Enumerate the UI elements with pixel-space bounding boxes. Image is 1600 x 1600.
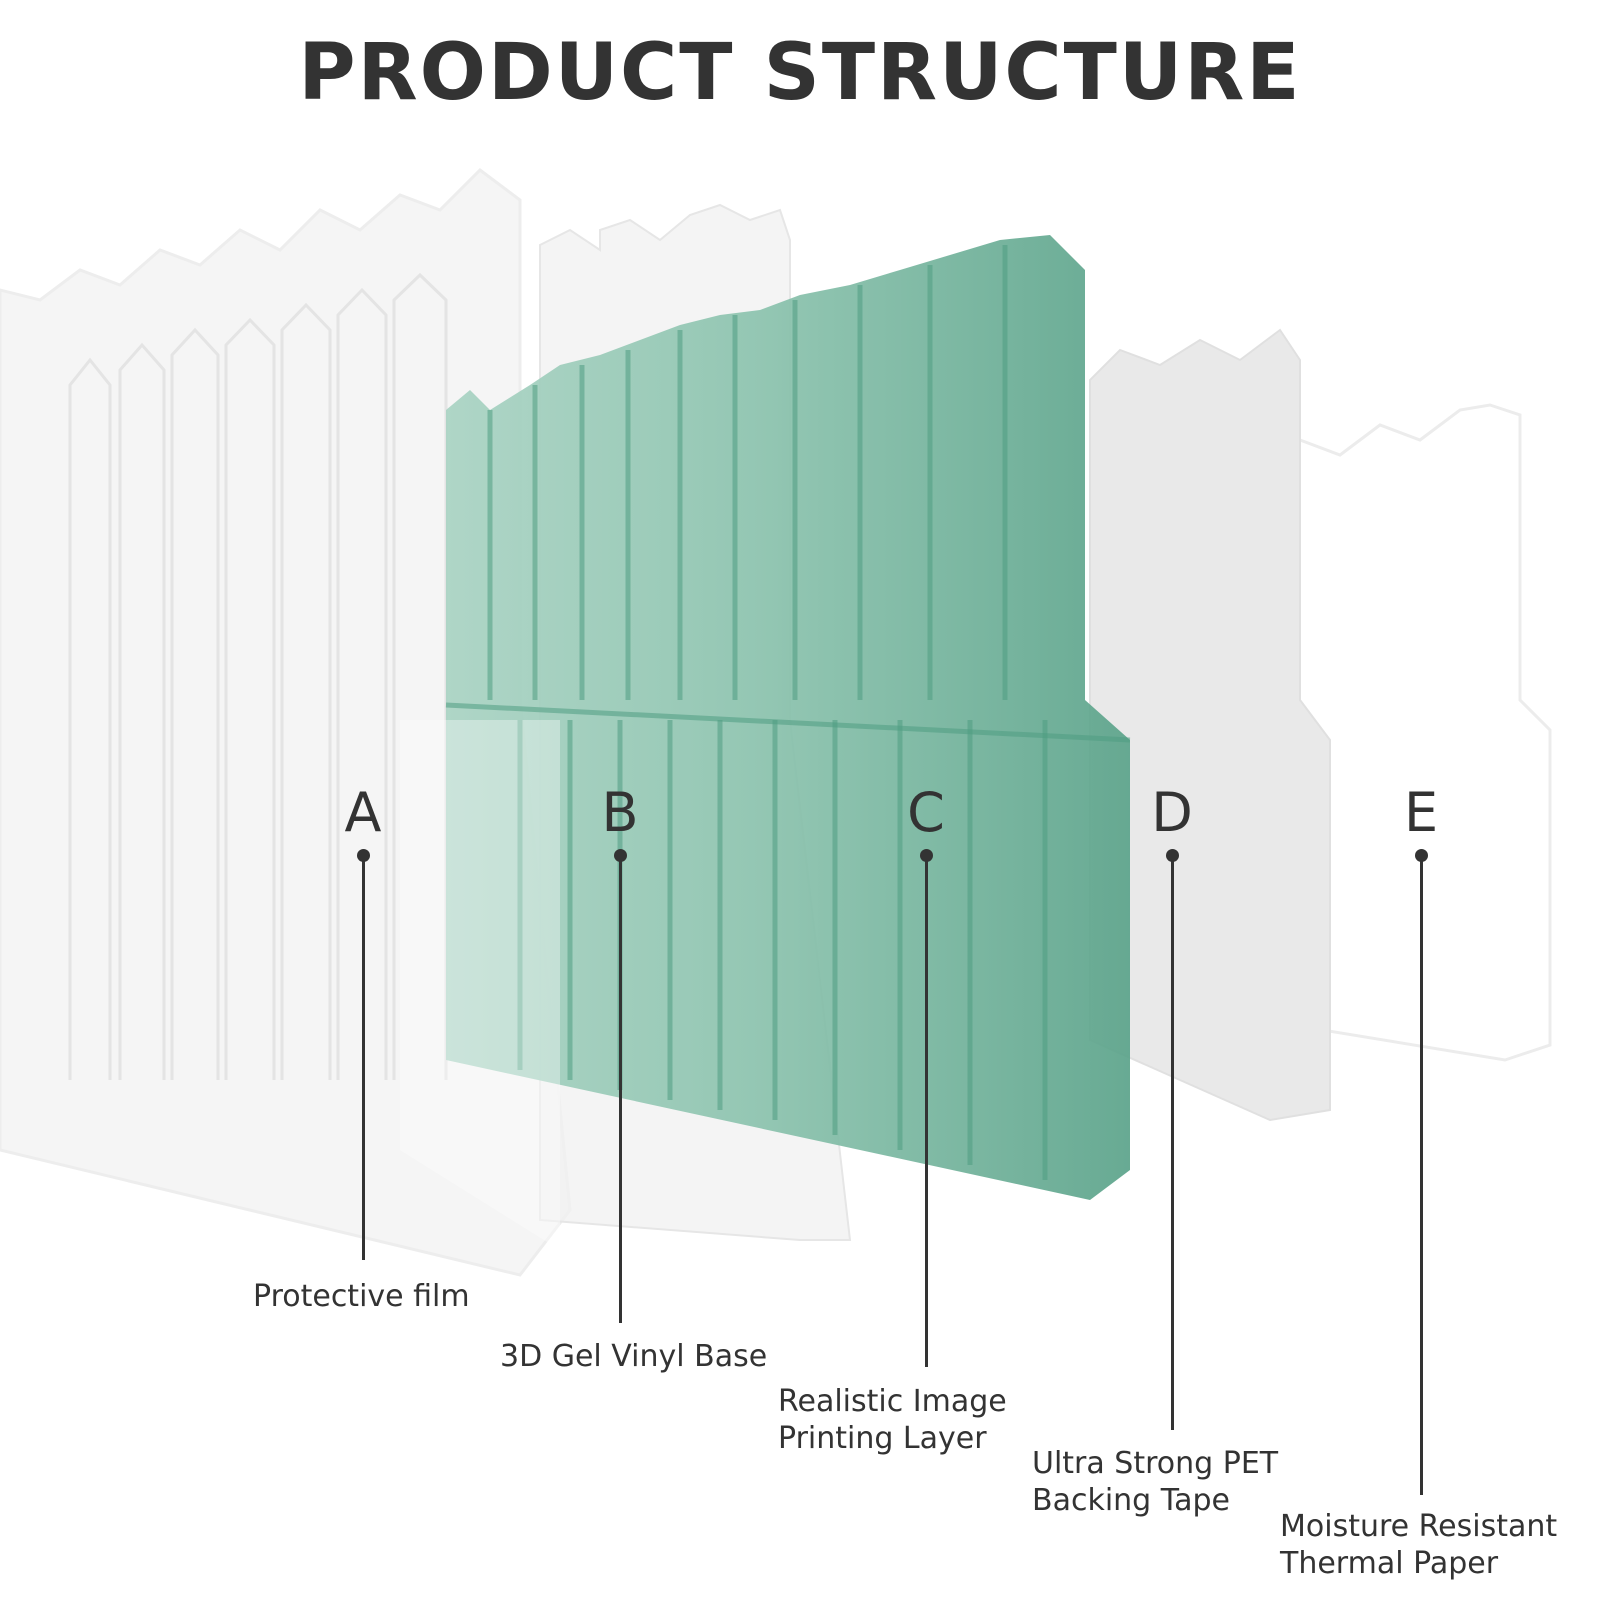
layer-d-caption-line-1: Ultra Strong PET [1032,1446,1279,1481]
layer-letter-e: E [1403,781,1439,844]
layer-d-leader-line [1171,855,1174,1430]
layer-letter-d: D [1151,781,1193,844]
layer-a-leader-line [362,855,365,1260]
layer-b-caption: 3D Gel Vinyl Base [500,1338,767,1375]
film-overlay-ghost [400,720,560,1250]
layer-letter-b: B [601,781,639,844]
layer-c-caption: Realistic Image Printing Layer [778,1383,1007,1457]
layer-c-leader-line [925,855,928,1367]
layer-d-caption-line-2: Backing Tape [1032,1483,1231,1518]
layer-d-backing-tape [1089,328,1331,1122]
layer-e-caption: Moisture Resistant Thermal Paper [1280,1508,1557,1582]
green-tile-grooves [445,245,1131,1180]
layer-d-caption: Ultra Strong PET Backing Tape [1032,1445,1278,1519]
layer-b-leader-line [619,855,622,1323]
layer-c-caption-line-1: Realistic Image [778,1384,1007,1419]
layer-e-caption-line-2: Thermal Paper [1280,1546,1499,1581]
layer-letter-c: C [907,781,945,844]
layer-c-caption-line-2: Printing Layer [778,1421,987,1456]
layer-e-caption-line-1: Moisture Resistant [1280,1509,1558,1544]
layer-b-caption-line-1: 3D Gel Vinyl Base [500,1339,768,1374]
layer-a-caption: Protective film [253,1278,470,1315]
film-tile-outlines [68,272,448,1080]
layer-letter-a: A [344,781,382,844]
layer-a-caption-line-1: Protective film [253,1279,470,1314]
layer-e-leader-line [1420,855,1423,1495]
layer-a-protective-film [0,168,572,1277]
page-title: PRODUCT STRUCTURE [298,28,1302,118]
layer-c-printing-layer [445,235,1131,1200]
